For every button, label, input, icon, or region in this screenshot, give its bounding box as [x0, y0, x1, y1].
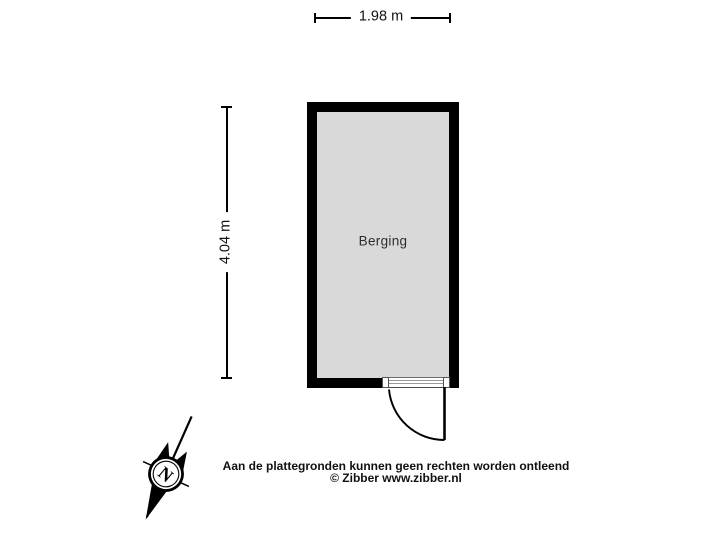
door-swing-icon — [388, 387, 446, 441]
room-name-label: Berging — [358, 233, 408, 249]
compass-north-letter: N — [154, 463, 177, 487]
copyright-text: © Zibber www.zibber.nl — [330, 471, 462, 485]
sill-line — [383, 383, 449, 384]
room-walls — [307, 102, 459, 388]
width-dimension-tick-right — [448, 13, 451, 23]
width-dimension-tick-left — [314, 13, 317, 23]
door-post-left — [382, 377, 389, 388]
height-dimension-label: 4.04 m — [215, 211, 237, 273]
room-floor — [317, 112, 449, 378]
door-sill — [382, 377, 450, 388]
compass-rose-icon: N — [142, 415, 193, 520]
footer: Aan de plattegronden kunnen geen rechten… — [223, 460, 570, 484]
height-dimension-tick-bottom — [221, 376, 232, 379]
sill-line — [383, 380, 449, 381]
height-dimension-tick-top — [221, 106, 232, 109]
width-dimension-label: 1.98 m — [350, 6, 412, 28]
disclaimer-text: Aan de plattegronden kunnen geen rechten… — [222, 459, 570, 473]
door-post-right — [443, 377, 450, 388]
